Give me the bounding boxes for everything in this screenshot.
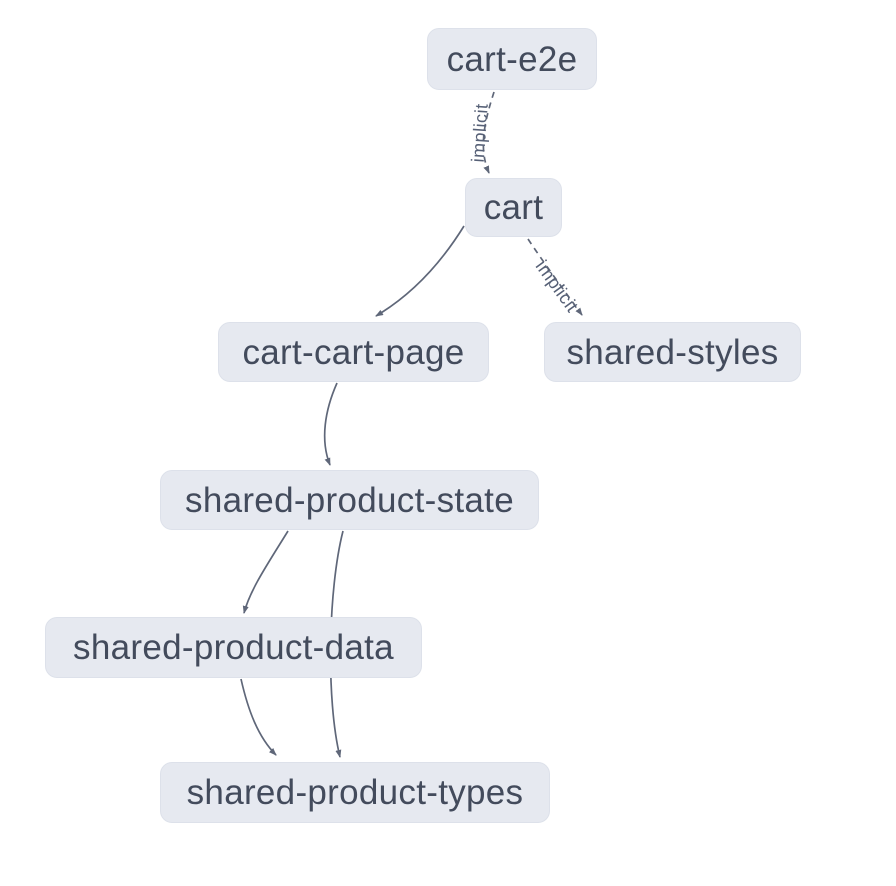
graph-node-shared-product-data[interactable]: shared-product-data bbox=[45, 617, 422, 678]
graph-node-label: cart-e2e bbox=[446, 39, 578, 79]
graph-node-shared-styles[interactable]: shared-styles bbox=[544, 322, 801, 382]
graph-node-label: shared-product-types bbox=[186, 773, 524, 812]
graph-node-shared-product-state[interactable]: shared-product-state bbox=[160, 470, 539, 530]
edge-label-cart-e2e-to-cart: implicit bbox=[468, 103, 492, 163]
graph-node-cart-cart-page[interactable]: cart-cart-page bbox=[218, 322, 489, 382]
edge-shared-product-state-to-shared-product-data[interactable] bbox=[242, 530, 289, 614]
edge-cart-to-cart-cart-page[interactable] bbox=[375, 225, 465, 317]
graph-node-shared-product-types[interactable]: shared-product-types bbox=[160, 762, 550, 823]
graph-node-label: cart-cart-page bbox=[242, 332, 465, 372]
edge-label-cart-to-shared-styles: implicit bbox=[532, 257, 583, 317]
graph-node-cart[interactable]: cart bbox=[465, 178, 562, 237]
graph-node-label: cart bbox=[483, 188, 544, 227]
edge-cart-cart-page-to-shared-product-state[interactable] bbox=[323, 382, 338, 466]
graph-node-label: shared-styles bbox=[566, 332, 779, 372]
edge-cart-to-shared-styles[interactable] bbox=[527, 238, 583, 316]
graph-node-label: shared-product-data bbox=[73, 628, 394, 667]
graph-node-label: shared-product-state bbox=[185, 480, 514, 520]
graph-node-cart-e2e[interactable]: cart-e2e bbox=[427, 28, 597, 90]
edge-shared-product-data-to-shared-product-types[interactable] bbox=[240, 678, 277, 756]
